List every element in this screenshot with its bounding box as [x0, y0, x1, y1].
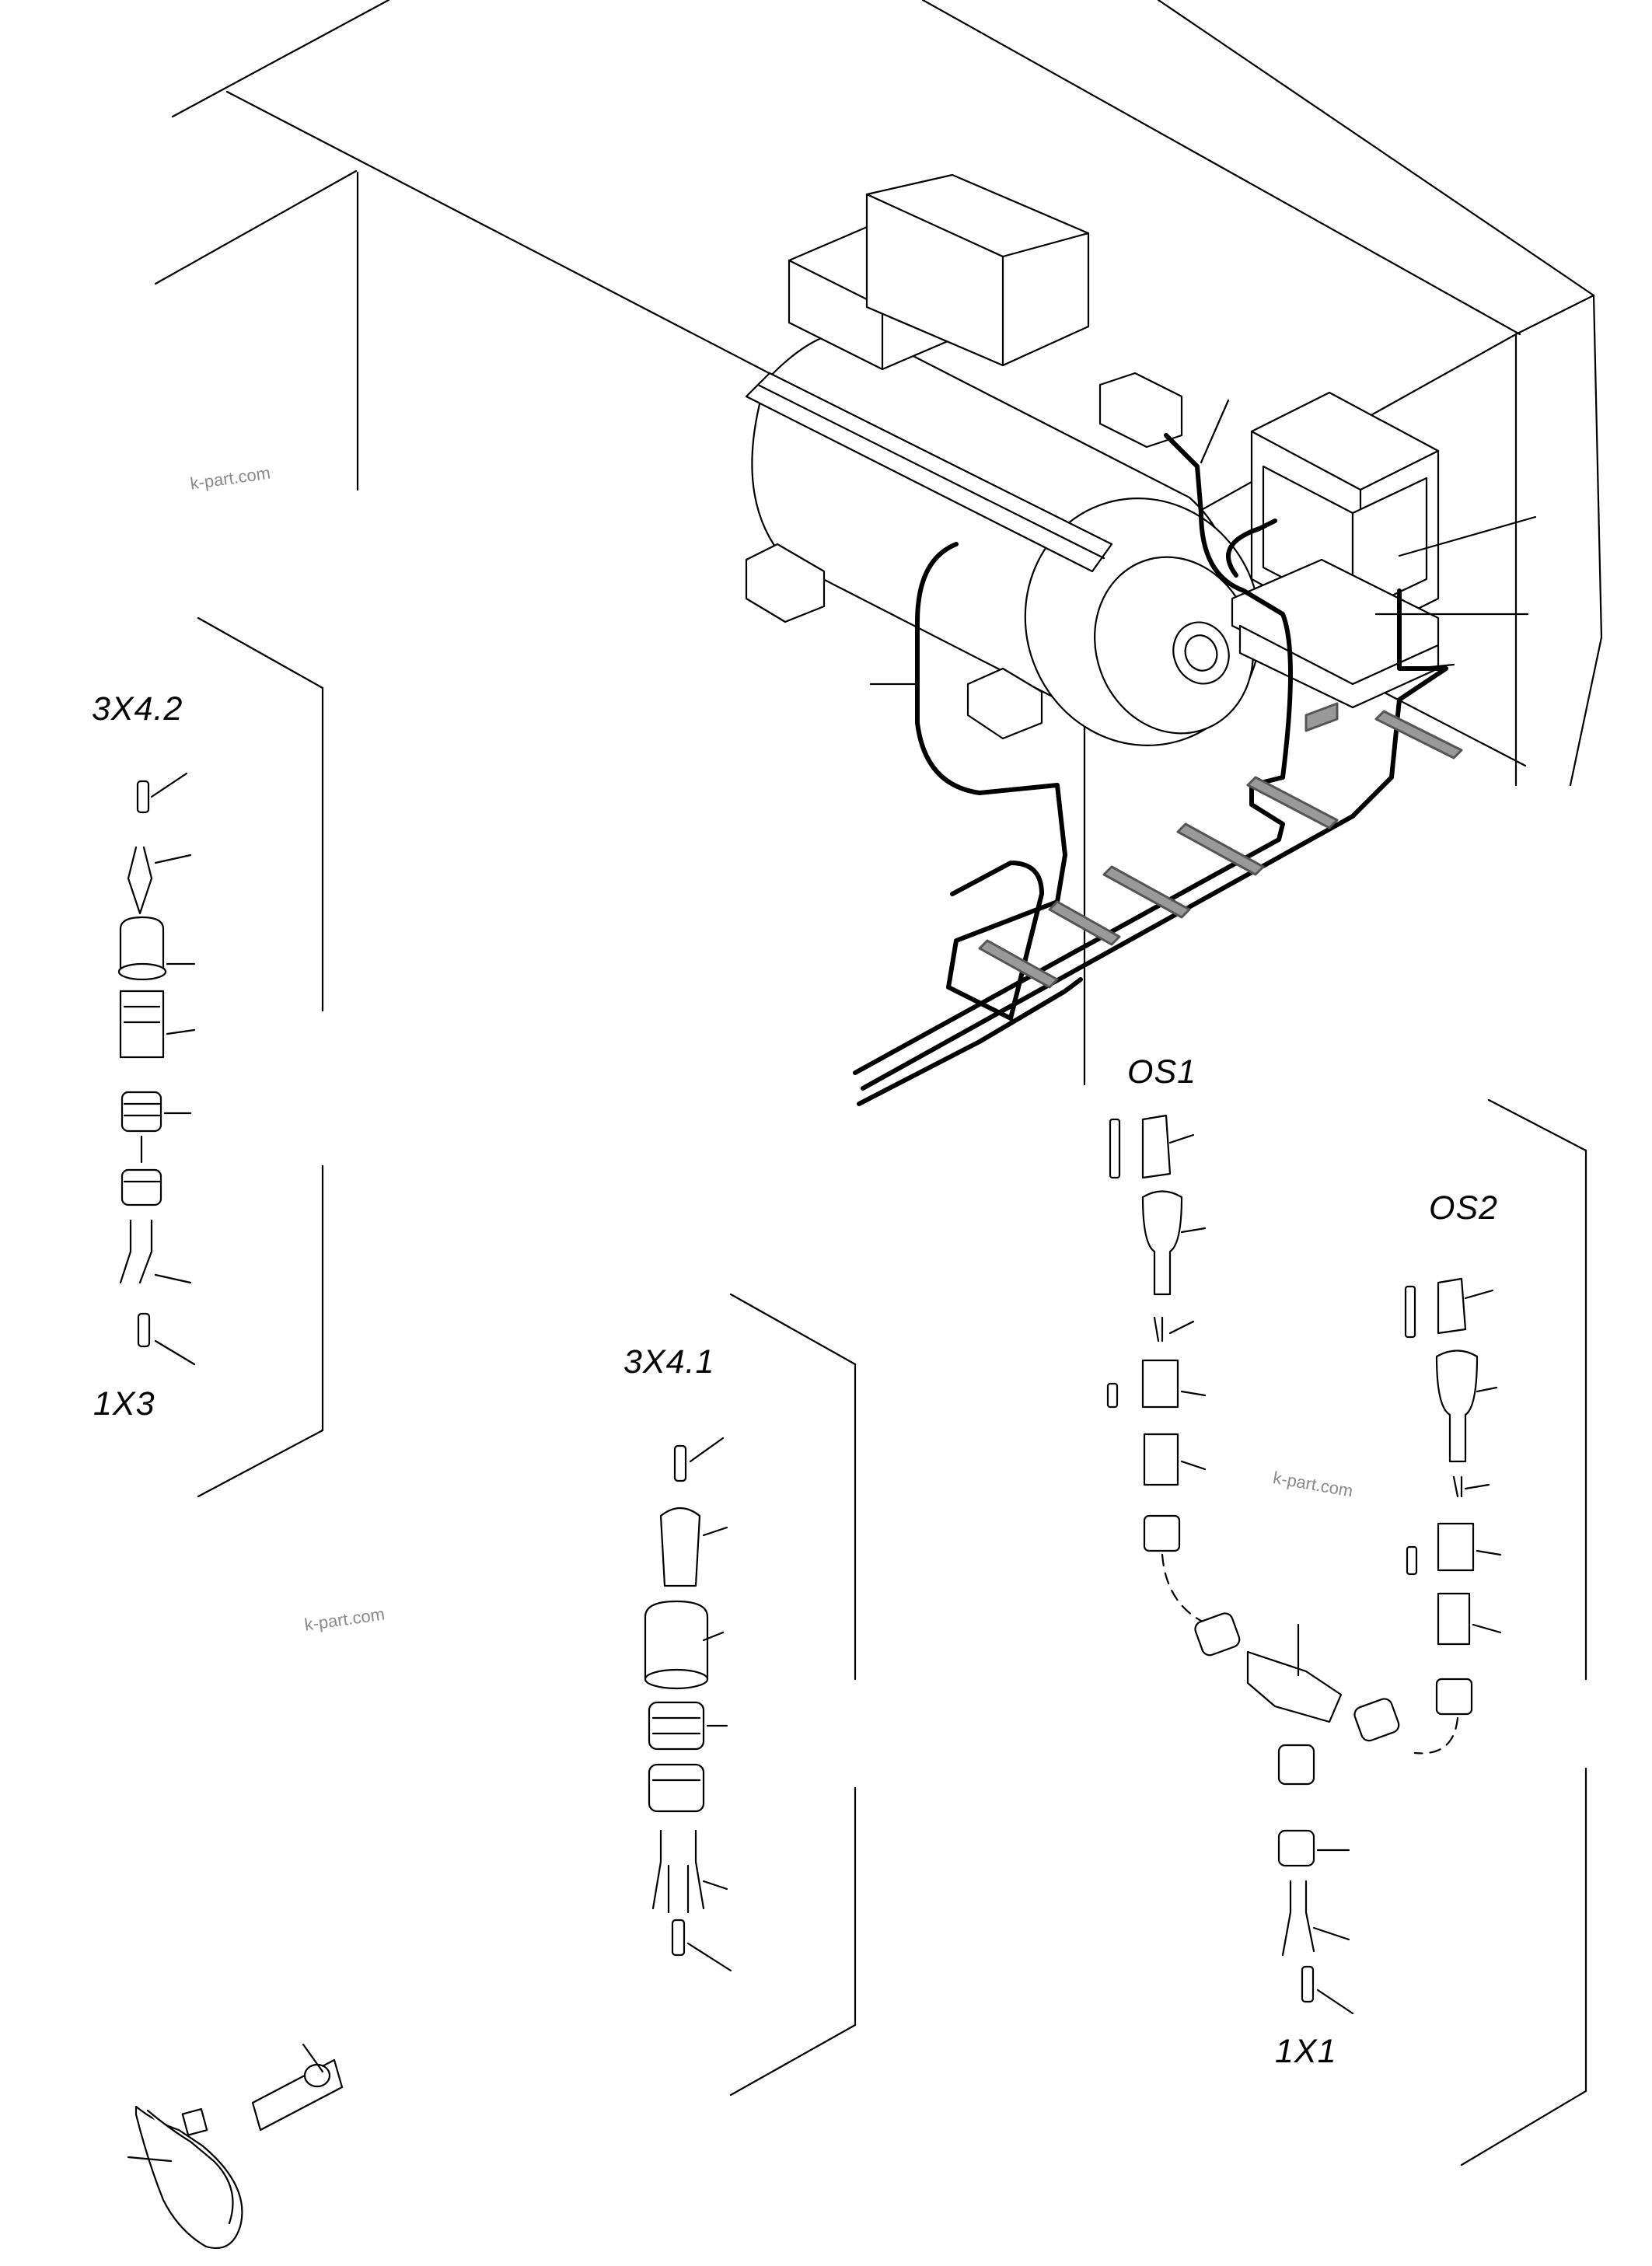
cable-trays [978, 702, 1463, 989]
label-1x1: 1X1 [1275, 2033, 1337, 2070]
control-box [1231, 391, 1440, 709]
connector-group-os [1106, 1114, 1502, 2015]
connector-group-3x4-2 [117, 772, 196, 1366]
label-os2: OS2 [1429, 1189, 1499, 1227]
label-3x4-2: 3X4.2 [92, 690, 183, 728]
cable-runs [853, 433, 1448, 1106]
label-os1: OS1 [1127, 1053, 1197, 1091]
label-3x4-1: 3X4.1 [623, 1343, 715, 1381]
connector-group-3x4-1 [644, 1437, 732, 1972]
main-leaders [869, 399, 1537, 686]
cable-tie-and-plate [127, 2043, 344, 2250]
label-1x3: 1X3 [93, 1385, 155, 1423]
motor-assembly [745, 173, 1262, 746]
